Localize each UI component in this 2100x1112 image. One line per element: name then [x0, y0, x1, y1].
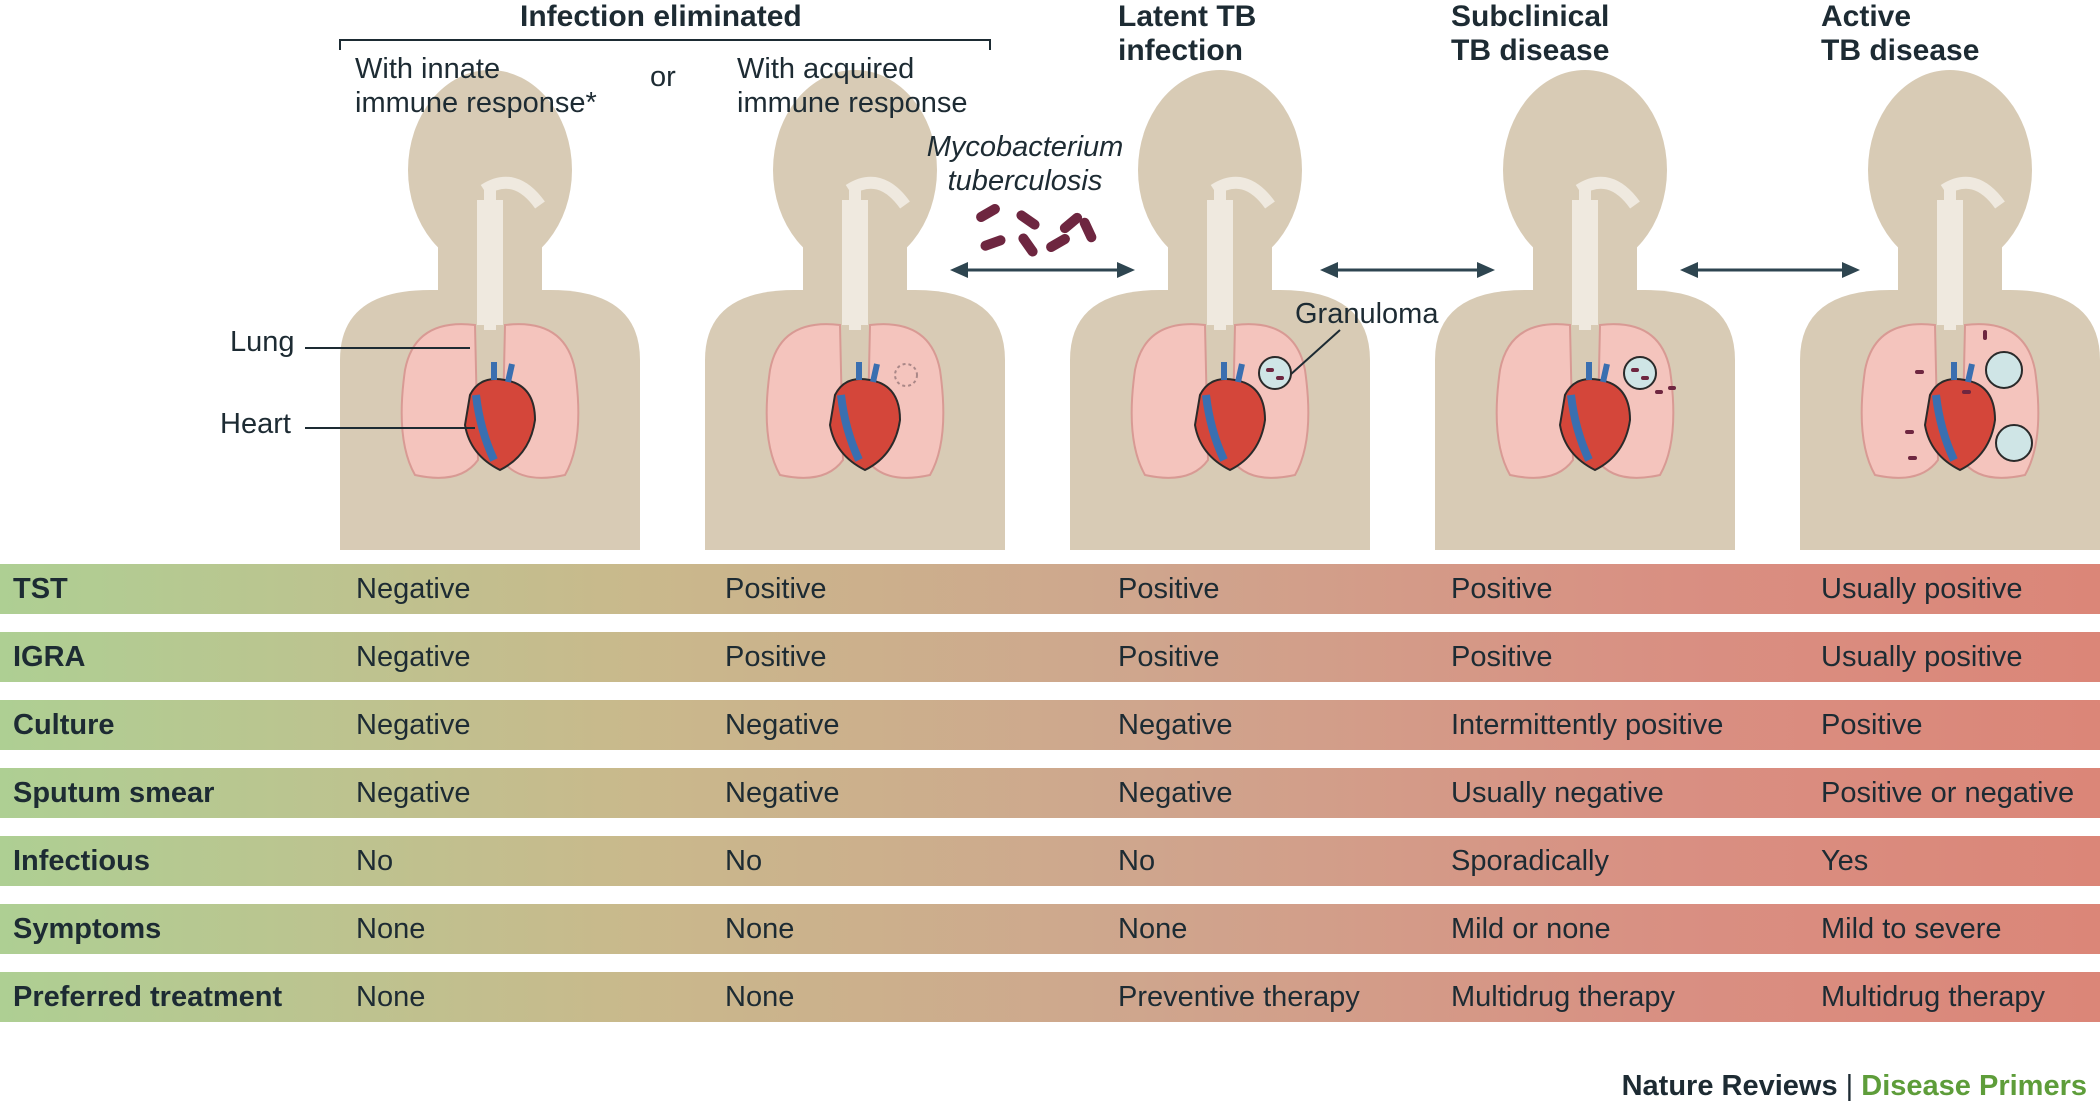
innate-response-label: With innate immune response* [355, 52, 597, 120]
credit-separator: | [1845, 1070, 1854, 1102]
table-cell: Positive [1118, 573, 1220, 605]
table-cell: Intermittently positive [1451, 709, 1724, 741]
table-cell: Positive [1451, 641, 1553, 673]
table-cell: Negative [356, 709, 471, 741]
subclinical-tb-header: Subclinical TB disease [1451, 0, 1609, 68]
table-cell: Sporadically [1451, 845, 1609, 877]
table-cell: Positive [725, 641, 827, 673]
table-cell: Negative [356, 641, 471, 673]
row-label: TST [13, 573, 68, 605]
cleared-granuloma-icon [894, 363, 918, 387]
acquired-line-1: With acquired [737, 53, 915, 85]
granuloma-label: Granuloma [1295, 298, 1439, 330]
transition-arrow-2 [1320, 262, 1495, 278]
table-cell: No [1118, 845, 1156, 877]
table-cell: Mild or none [1451, 913, 1611, 945]
mycobacterium-line-1: Mycobacterium [926, 131, 1124, 163]
acquired-line-2: immune response [737, 87, 968, 119]
table-row: Infectious No No No Sporadically Yes [0, 836, 2100, 886]
active-line-2: TB disease [1821, 34, 1980, 67]
subclinical-line-2: TB disease [1451, 34, 1610, 67]
table-cell: Multidrug therapy [1451, 981, 1676, 1013]
table-cell: Positive [1118, 641, 1220, 673]
active-tb-header: Active TB disease [1821, 0, 1979, 68]
bacteria-icon [1905, 330, 1987, 460]
latent-tb-header: Latent TB infection [1118, 0, 1256, 68]
table-row: Preferred treatment None None Preventive th… [0, 972, 2100, 1022]
innate-line-2: immune response* [355, 87, 597, 119]
bacteria-icon [1655, 386, 1676, 394]
table-cell: No [725, 845, 763, 877]
granuloma-icon [1258, 356, 1292, 390]
table-cell: Positive [1451, 573, 1553, 605]
latent-line-1: Latent TB [1118, 0, 1257, 33]
row-label: Preferred treatment [13, 981, 283, 1013]
table-row: TST Negative Positive Positive Positive Usual… [0, 564, 2100, 614]
granuloma-icon [1985, 351, 2033, 462]
mycobacterium-line-2: tuberculosis [947, 165, 1103, 197]
table-cell: Negative [725, 709, 840, 741]
active-line-1: Active [1821, 0, 1912, 33]
table-cell: None [1118, 913, 1188, 945]
table-cell: None [725, 913, 795, 945]
table-cell: None [356, 981, 426, 1013]
row-label: Culture [13, 709, 115, 741]
table-cell: Positive [725, 573, 827, 605]
table-row: Symptoms None None None Mild or none Mild to … [0, 904, 2100, 954]
table-cell: Negative [1118, 777, 1233, 809]
row-label: Infectious [13, 845, 150, 877]
table-cell: Usually positive [1821, 573, 2023, 605]
row-label: IGRA [13, 641, 86, 673]
row-label: Sputum smear [13, 777, 215, 809]
heart-label: Heart [220, 408, 291, 440]
latent-line-2: infection [1118, 34, 1243, 67]
transition-arrow-3 [1680, 262, 1860, 278]
series-name: Disease Primers [1861, 1070, 2087, 1102]
body-illustrations [305, 39, 2100, 560]
table-cell: Positive or negative [1821, 777, 2075, 809]
table-cell: None [356, 913, 426, 945]
mycobacterium-label: Mycobacterium tuberculosis [925, 130, 1125, 198]
group-bracket [339, 39, 991, 50]
table-row: Sputum smear Negative Negative Negative Usua… [0, 768, 2100, 818]
innate-line-1: With innate [355, 53, 501, 85]
subclinical-line-1: Subclinical [1451, 0, 1610, 33]
table-row: IGRA Negative Positive Positive Positive Usua… [0, 632, 2100, 682]
granuloma-leader [1289, 329, 1341, 376]
or-label: or [650, 61, 676, 93]
table-cell: Usually positive [1821, 641, 2023, 673]
journal-name: Nature Reviews [1621, 1070, 1838, 1102]
table-cell: Mild to severe [1821, 913, 2002, 945]
table-cell: Preventive therapy [1118, 981, 1360, 1013]
table-row: Culture Negative Negative Negative Intermitt… [0, 700, 2100, 750]
acquired-response-label: With acquired immune response [737, 52, 968, 120]
table-cell: Usually negative [1451, 777, 1664, 809]
table-cell: None [725, 981, 795, 1013]
table-cell: No [356, 845, 394, 877]
publisher-credit: Nature Reviews | Disease Primers [1622, 1070, 2087, 1103]
row-label: Symptoms [13, 913, 162, 945]
lung-label: Lung [230, 326, 295, 358]
granuloma-icon [1623, 356, 1657, 390]
mycobacterium-icon [976, 204, 1097, 257]
transition-arrow-1 [950, 262, 1135, 278]
table-cell: Negative [1118, 709, 1233, 741]
table-cell: Multidrug therapy [1821, 981, 2046, 1013]
table-cell: Negative [356, 777, 471, 809]
infection-eliminated-title: Infection eliminated [520, 0, 802, 33]
table-cell: Yes [1821, 845, 1869, 877]
table-cell: Positive [1821, 709, 1923, 741]
table-cell: Negative [356, 573, 471, 605]
table-cell: Negative [725, 777, 840, 809]
